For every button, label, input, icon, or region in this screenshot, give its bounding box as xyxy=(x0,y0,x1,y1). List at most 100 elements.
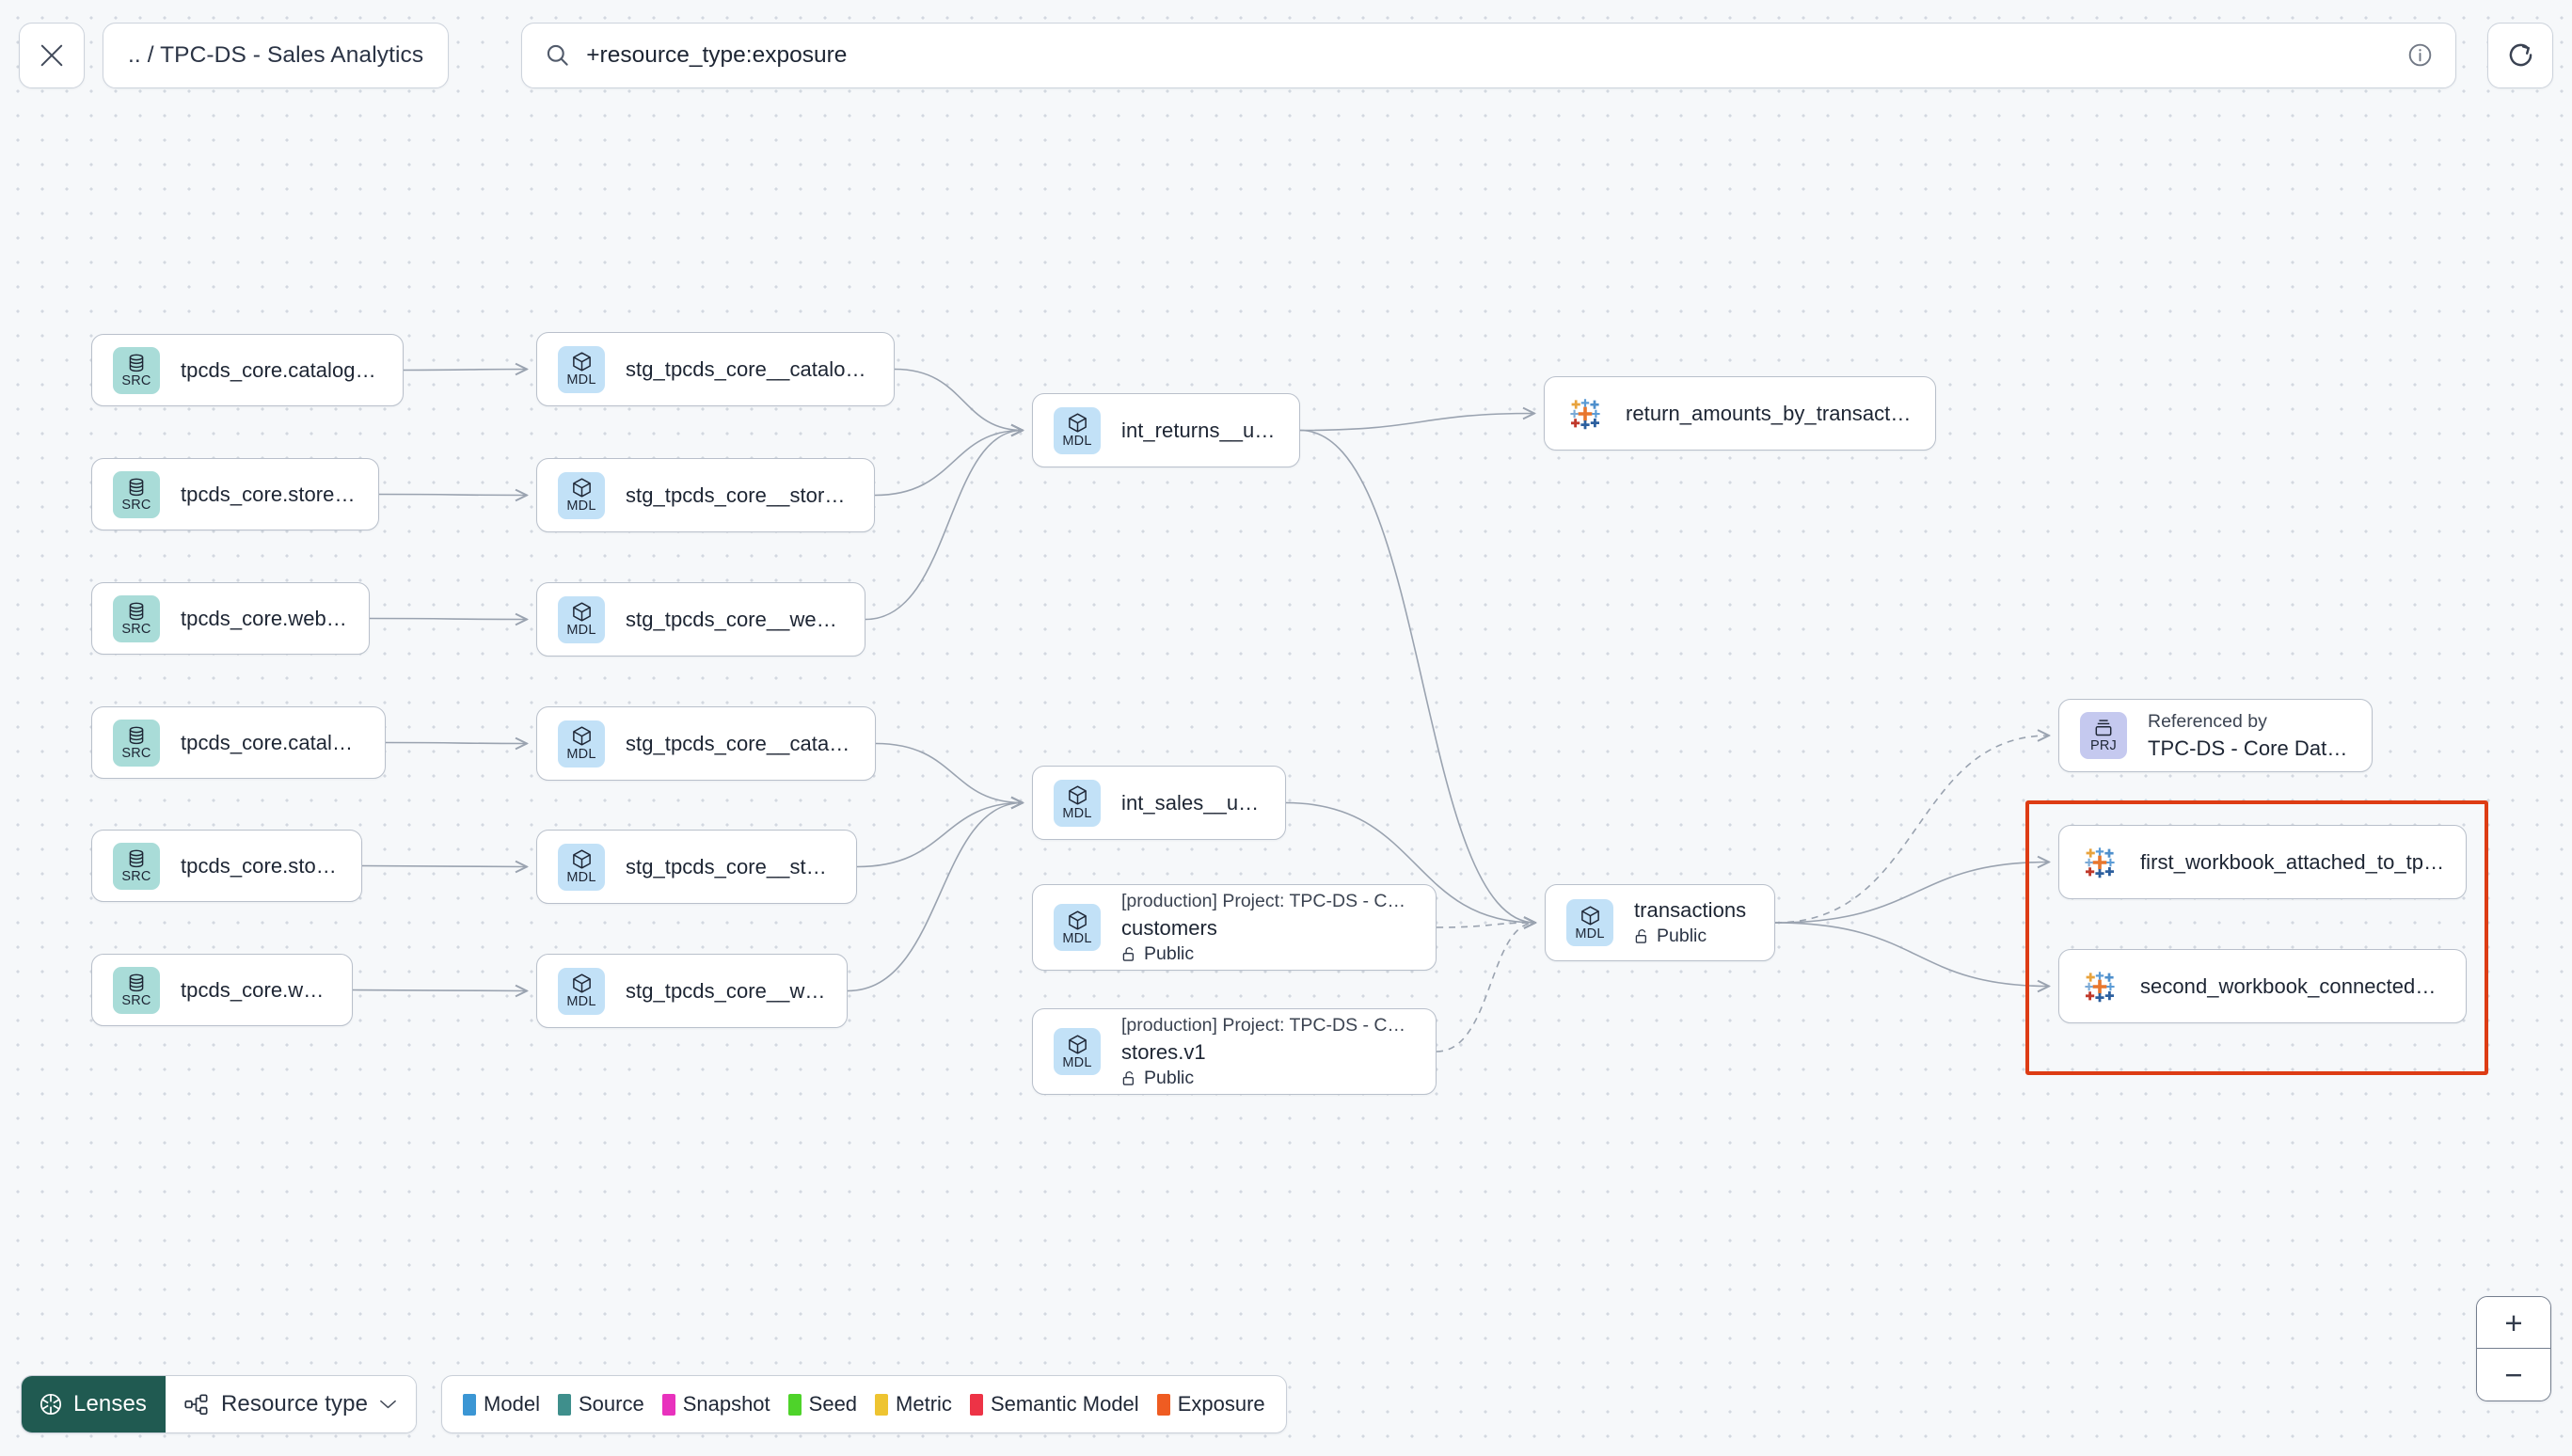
legend-item-exposure[interactable]: Exposure xyxy=(1156,1392,1265,1416)
lineage-node-customers[interactable]: MDL [production] Project: TPC-DS - Core D… xyxy=(1032,884,1437,971)
node-title: transactions xyxy=(1634,898,1747,922)
node-title: stg_tpcds_core__catalog_sales xyxy=(626,731,854,755)
mdl-badge-label: MDL xyxy=(1062,806,1092,822)
edge-src_store_returns-to-stg_store_returns xyxy=(378,495,527,496)
info-icon[interactable] xyxy=(2407,42,2433,68)
edge-stg_store_returns-to-int_returns_unioned xyxy=(874,431,1023,497)
node-title: stg_tpcds_core__store_returns xyxy=(626,483,853,507)
resource-type-dropdown[interactable]: Resource type xyxy=(166,1376,417,1432)
zoom-out-button[interactable]: − xyxy=(2477,1349,2550,1401)
cube-icon xyxy=(572,973,591,993)
edge-stg_catalog_returns-to-int_returns_unioned xyxy=(894,368,1023,431)
tableau-icon xyxy=(2085,971,2115,1002)
edge-src_catalog_returns-to-stg_catalog_returns xyxy=(403,370,527,371)
mdl-badge-label: MDL xyxy=(566,870,596,886)
legend-item-snapshot[interactable]: Snapshot xyxy=(661,1392,770,1416)
legend-item-source[interactable]: Source xyxy=(557,1392,644,1416)
edge-transactions-to-first_workbook xyxy=(1774,863,2049,924)
src-badge-label: SRC xyxy=(121,745,151,761)
legend-label: Snapshot xyxy=(682,1392,770,1416)
legend-item-metric[interactable]: Metric xyxy=(875,1392,952,1416)
edge-src_web_sales-to-stg_web_sales xyxy=(352,990,527,991)
node-title: int_returns__unioned xyxy=(1121,418,1278,442)
node-title: return_amounts_by_transaction_type xyxy=(1626,401,1914,425)
search-bar[interactable] xyxy=(521,22,2456,88)
legend-label: Semantic Model xyxy=(990,1392,1139,1416)
node-title: tpcds_core.web_sales xyxy=(181,977,331,1002)
node-body: stg_tpcds_core__catalog_sales xyxy=(626,732,854,756)
lenses-label: Lenses xyxy=(73,1391,147,1416)
mdl-badge: MDL xyxy=(1054,904,1101,951)
zoom-controls: + − xyxy=(2476,1296,2551,1401)
node-body: return_amounts_by_transaction_type xyxy=(1626,402,1914,426)
mdl-badge-label: MDL xyxy=(566,994,596,1010)
legend-label: Model xyxy=(484,1392,540,1416)
src-badge: SRC xyxy=(113,719,160,767)
lineage-node-stores_v1[interactable]: MDL[production] Project: TPC-DS - Core D… xyxy=(1032,1008,1437,1095)
refresh-button[interactable] xyxy=(2487,22,2553,88)
database-icon xyxy=(129,726,144,744)
lineage-node-second_workbook[interactable]: second_workbook_connected_to_live… xyxy=(2058,949,2467,1023)
src-badge: SRC xyxy=(113,842,160,890)
mdl-badge-label: MDL xyxy=(1062,930,1092,946)
node-body: tpcds_core.catalog_returns xyxy=(181,358,382,383)
search-input[interactable] xyxy=(586,23,2407,87)
close-button[interactable] xyxy=(19,22,85,88)
cube-icon xyxy=(1068,785,1087,805)
breadcrumb[interactable]: .. / TPC-DS - Sales Analytics xyxy=(103,22,450,88)
zoom-in-button[interactable]: + xyxy=(2477,1297,2550,1349)
chevron-down-icon xyxy=(380,1400,396,1409)
edge-transactions-to-second_workbook xyxy=(1774,922,2049,987)
legend-item-seed[interactable]: Seed xyxy=(787,1392,857,1416)
lineage-node-return_amounts[interactable]: return_amounts_by_transaction_type xyxy=(1544,376,1936,451)
exposure-badge xyxy=(1565,394,1605,434)
cube-icon xyxy=(572,726,591,746)
edge-int_returns_unioned-to-return_amounts xyxy=(1299,414,1534,432)
database-icon xyxy=(129,602,144,620)
legend-item-semantic-model[interactable]: Semantic Model xyxy=(969,1392,1139,1416)
src-badge-label: SRC xyxy=(121,868,151,884)
mdl-badge-label: MDL xyxy=(1575,926,1605,942)
cube-icon xyxy=(1580,906,1599,926)
edge-stg_web_sales-to-int_sales_unioned xyxy=(847,803,1023,992)
node-title: tpcds_core.web_returns xyxy=(181,606,348,630)
lenses-button[interactable]: Lenses xyxy=(22,1376,166,1432)
node-body: stg_tpcds_core__catalog_returns xyxy=(626,357,873,382)
node-title: stores.v1 xyxy=(1121,1039,1206,1064)
src-badge: SRC xyxy=(113,346,160,394)
lineage-node-src_store_sales[interactable]: SRC tpcds_core.store_sales xyxy=(91,830,362,902)
cube-icon xyxy=(1068,910,1087,930)
node-title: tpcds_core.store_sales xyxy=(181,853,341,878)
edge-int_returns_unioned-to-transactions xyxy=(1299,429,1535,924)
node-subtitle: [production] Project: TPC-DS - Core Data… xyxy=(1121,1014,1415,1036)
cube-icon xyxy=(1068,413,1087,433)
node-body: first_workbook_attached_to_tpc-ds_-_… xyxy=(2140,850,2445,875)
cube-icon xyxy=(572,478,591,498)
lineage-node-src_catalog_returns[interactable]: SRC tpcds_core.catalog_returns xyxy=(91,334,404,406)
unlock-icon xyxy=(1122,946,1134,961)
node-subtitle: [production] Project: TPC-DS - Core Data… xyxy=(1121,890,1415,911)
legend-item-model[interactable]: Model xyxy=(463,1392,540,1416)
node-title: customers xyxy=(1121,915,1217,940)
mdl-badge: MDL xyxy=(558,843,605,891)
node-title: first_workbook_attached_to_tpc-ds_-_… xyxy=(2140,849,2445,874)
node-title: stg_tpcds_core__web_sales xyxy=(626,978,826,1003)
lineage-node-stg_web_sales[interactable]: MDL stg_tpcds_core__web_sales xyxy=(536,954,848,1028)
database-icon xyxy=(129,973,144,991)
lineage-node-first_workbook[interactable]: first_workbook_attached_to_tpc-ds_-_… xyxy=(2058,825,2467,899)
node-subtitle: Referenced by xyxy=(2148,710,2267,732)
